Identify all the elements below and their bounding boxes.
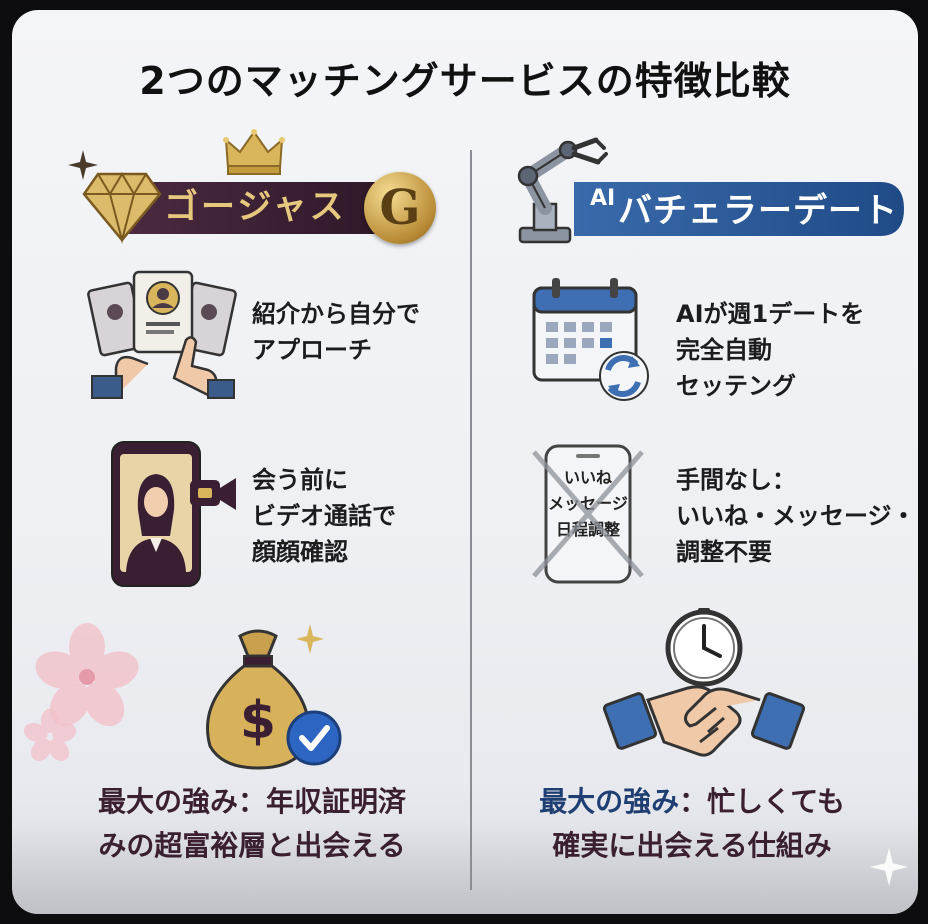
gorgeous-brand-name: ゴージャス — [164, 187, 347, 227]
bottom-shadow — [12, 824, 918, 914]
phone-line-like: いいね — [563, 468, 612, 487]
ai-prefix: AI — [590, 186, 616, 211]
column-divider — [470, 150, 472, 890]
gorgeous-brand-banner: ゴージャス — [92, 178, 422, 238]
money-bag-verified-icon: $ — [206, 624, 342, 770]
sakura-flower-icon — [23, 708, 77, 762]
banner-shape — [574, 182, 904, 236]
feature-text-auto-setting: AIが週1デートを 完全自動 セッテング — [676, 300, 865, 400]
ai-bachelor-brand-banner: AI バチェラーデート — [560, 176, 910, 242]
diamond-icon — [82, 172, 162, 244]
bachelor-brand-name: バチェラーデート — [618, 191, 898, 231]
svg-text:$: $ — [240, 691, 276, 751]
clock-handshake-icon — [602, 608, 806, 757]
sakura-flower-icon — [35, 623, 139, 727]
g-logo: G — [364, 172, 436, 244]
page-title: 2つのマッチングサービスの特徴比較 — [139, 59, 791, 103]
left-strength-line2: みの超富裕層と出会える — [98, 829, 406, 862]
left-strength-text: 最大の強み：年収証明済 みの超富裕層と出会える — [42, 780, 462, 868]
left-strength-line1: 最大の強み：年収証明済 — [97, 785, 406, 818]
video-call-phone-icon — [111, 441, 236, 587]
right-strength-rest: ：忙しくても — [679, 785, 845, 818]
g-logo-letter: G — [379, 180, 421, 236]
banner-shape — [122, 182, 412, 234]
feature-text-no-hassle: 手間なし： いいね・メッセージ・ 調整不要 — [676, 466, 916, 566]
calendar-sync-icon — [532, 278, 649, 401]
right-strength-text: 最大の強み：忙しくても 確実に出会える仕組み — [482, 780, 902, 868]
sparkle-icon — [68, 150, 98, 180]
crown-icon — [223, 129, 285, 175]
phone-line-message: メッセージ — [548, 494, 628, 513]
right-strength-accent: 最大の強み — [539, 785, 680, 818]
crossed-phone-icon: いいね メッセージ 日程調整 — [528, 442, 648, 586]
infographic-card: 2つのマッチングサービスの特徴比較 ゴージャス — [12, 10, 918, 914]
cross-mark — [532, 450, 644, 578]
sparkle-icon — [870, 848, 908, 886]
feature-text-approach: 紹介から自分で アプローチ — [252, 300, 420, 364]
right-strength-line2: 確実に出会える仕組み — [552, 829, 832, 862]
right-strength-line1: 最大の強み：忙しくても — [482, 780, 902, 824]
robot-arm-icon — [517, 137, 608, 244]
feature-text-video-call: 会う前に ビデオ通話で 顔顔確認 — [252, 466, 396, 566]
profile-cards-hand-icon — [87, 270, 237, 399]
